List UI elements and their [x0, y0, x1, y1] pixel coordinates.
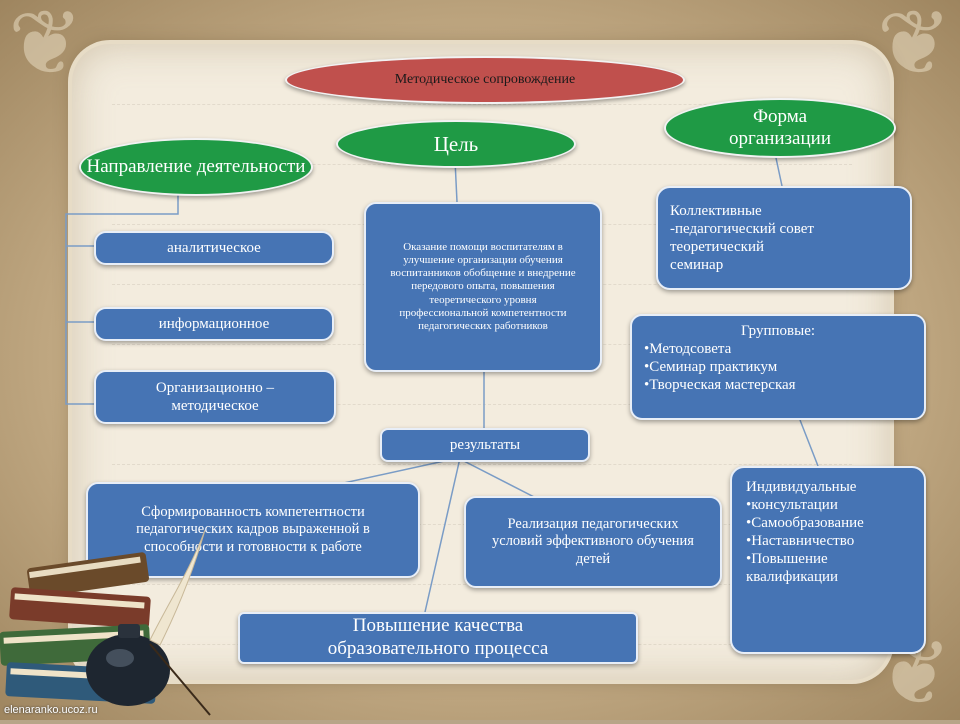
- individual-list: консультации Самообразование Наставничес…: [746, 496, 914, 586]
- results-label: результаты: [449, 437, 521, 453]
- form-header: Форма организации: [664, 98, 896, 158]
- form-individual-box: Индивидуальные консультации Самообразова…: [730, 466, 926, 654]
- direction-label: информационное: [158, 316, 270, 332]
- list-item: консультации: [746, 496, 914, 514]
- direction-informational-box: информационное: [94, 307, 334, 341]
- collective-line: семинар: [670, 257, 724, 273]
- form-collective-box: Коллективные -педагогический совет теоре…: [656, 186, 912, 290]
- direction-header: Направление деятельности: [79, 138, 313, 196]
- direction-header-label: Направление деятельности: [86, 156, 306, 178]
- list-item: Наставничество: [746, 532, 914, 550]
- direction-label: аналитическое: [167, 240, 261, 256]
- list-item: Повышение квалификации: [746, 550, 914, 586]
- goal-header: Цель: [336, 120, 576, 168]
- group-heading: Групповые:: [740, 323, 816, 339]
- page-title: Методическое сопровождение: [394, 71, 576, 87]
- corner-ornament-icon: ❦: [8, 0, 84, 94]
- collective-line: Коллективные: [670, 203, 762, 219]
- outcome-text: Реализация педагогических условий эффект…: [492, 515, 694, 567]
- goal-header-label: Цель: [433, 131, 479, 156]
- outcome-quality-box: Повышение качества образовательного проц…: [238, 612, 638, 664]
- individual-heading: Индивидуальные: [746, 479, 857, 495]
- watermark: elenaranko.ucoz.ru: [4, 704, 98, 716]
- list-item: Самообразование: [746, 514, 914, 532]
- collective-line: -педагогический совет: [670, 221, 814, 237]
- collective-line: теоретический: [670, 239, 765, 255]
- goal-description-box: Оказание помощи воспитателям в улучшение…: [364, 202, 602, 372]
- outcome-conditions-box: Реализация педагогических условий эффект…: [464, 496, 722, 588]
- direction-organizational-box: Организационно – методическое: [94, 370, 336, 424]
- results-box: результаты: [380, 428, 590, 462]
- list-item: Творческая мастерская: [644, 376, 912, 394]
- list-item: Методсовета: [644, 340, 912, 358]
- books-inkwell-icon: [0, 529, 211, 716]
- direction-analytical-box: аналитическое: [94, 231, 334, 265]
- form-group-box: Групповые: Методсовета Семинар практикум…: [630, 314, 926, 420]
- goal-description: Оказание помощи воспитателям в улучшение…: [390, 240, 576, 332]
- form-header-label: Форма организации: [728, 106, 831, 149]
- title-ellipse: Методическое сопровождение: [285, 56, 685, 104]
- group-list: Методсовета Семинар практикум Творческая…: [644, 340, 912, 394]
- outcome-text: Повышение качества образовательного проц…: [327, 615, 549, 659]
- list-item: Семинар практикум: [644, 358, 912, 376]
- direction-label: Организационно – методическое: [155, 380, 275, 414]
